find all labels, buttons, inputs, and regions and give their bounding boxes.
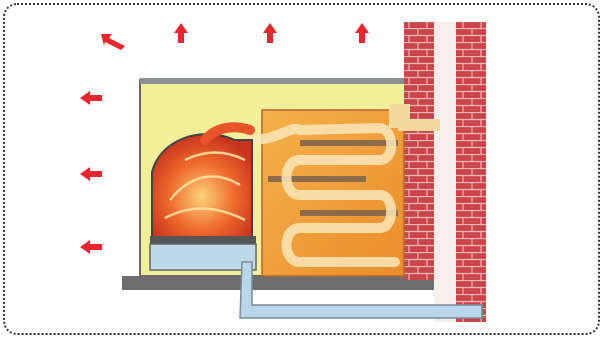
heat-arrow-icon [355,23,369,43]
heat-arrow-icon [101,34,125,50]
heat-arrow-icon [80,240,102,254]
casing-top-rim [140,78,410,84]
firebox [152,134,252,238]
heat-arrow-icon [263,23,277,43]
firebox-grate [150,236,256,244]
heat-arrow-icon [80,167,102,181]
ash-pit [150,244,256,270]
baffle [300,140,398,146]
chimney-wall-outer [456,22,486,322]
heat-arrow-icon [80,91,102,105]
chimney-wall-inner [404,22,434,280]
baffle [300,210,398,216]
chimney-flue [434,22,456,322]
heat-arrow-icon [174,23,188,43]
